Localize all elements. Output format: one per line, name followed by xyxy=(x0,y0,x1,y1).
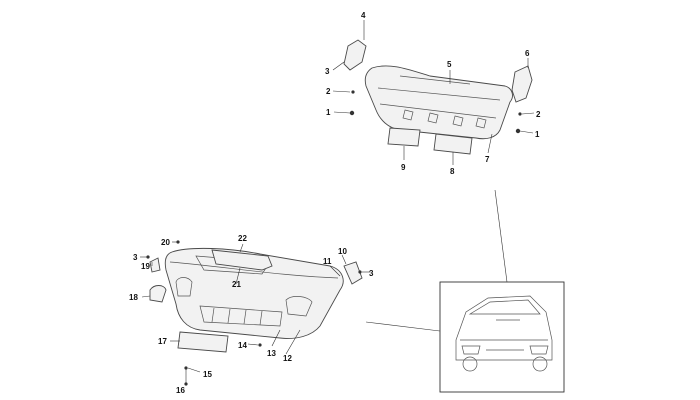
callout-20: 20 xyxy=(161,238,170,247)
front-left-bracket xyxy=(149,257,161,273)
callout-1-rear-right: 1 xyxy=(535,130,540,139)
callout-15: 15 xyxy=(203,370,212,379)
rear-bumper-cover xyxy=(364,65,513,140)
front-right-trim xyxy=(343,261,363,285)
callout-1-rear-left: 1 xyxy=(326,108,331,117)
vehicle-locator-thumbnail xyxy=(365,189,565,393)
callout-3-rear: 3 xyxy=(325,67,330,76)
callout-4: 4 xyxy=(361,11,366,20)
callout-12: 12 xyxy=(283,354,292,363)
callout-labels: 1 2 3 4 5 6 2 1 7 8 9 20 22 3 19 10 11 3… xyxy=(129,11,541,395)
callout-21: 21 xyxy=(232,280,241,289)
callout-18: 18 xyxy=(129,293,138,302)
suv-icon xyxy=(455,295,553,372)
callout-3-front-right: 3 xyxy=(369,269,374,278)
callout-2-rear-right: 2 xyxy=(536,110,541,119)
callout-13: 13 xyxy=(267,349,276,358)
callout-22: 22 xyxy=(238,234,247,243)
callout-19: 19 xyxy=(141,262,150,271)
rear-left-bracket xyxy=(343,39,367,71)
rear-bumper-assembly xyxy=(332,20,535,165)
callout-2-rear-left: 2 xyxy=(326,87,331,96)
callout-16: 16 xyxy=(176,386,185,395)
callout-11: 11 xyxy=(323,257,332,266)
thumbnail-frame xyxy=(439,281,565,393)
license-plate-bracket xyxy=(177,331,229,353)
callout-3-front-left: 3 xyxy=(133,253,138,262)
rear-reflector-left xyxy=(387,127,421,147)
callout-7: 7 xyxy=(485,155,490,164)
front-left-trim xyxy=(149,285,167,303)
front-bumper-assembly xyxy=(140,240,370,386)
callout-14: 14 xyxy=(238,341,247,350)
callout-17: 17 xyxy=(158,337,167,346)
rear-reflector-right xyxy=(433,133,473,155)
callout-10: 10 xyxy=(338,247,347,256)
callout-6: 6 xyxy=(525,49,530,58)
front-bumper-cover xyxy=(164,247,344,339)
front-upper-bracket xyxy=(211,249,273,271)
rear-right-bracket xyxy=(511,65,533,103)
callout-5: 5 xyxy=(447,60,452,69)
callout-9: 9 xyxy=(401,163,406,172)
callout-8: 8 xyxy=(450,167,455,176)
